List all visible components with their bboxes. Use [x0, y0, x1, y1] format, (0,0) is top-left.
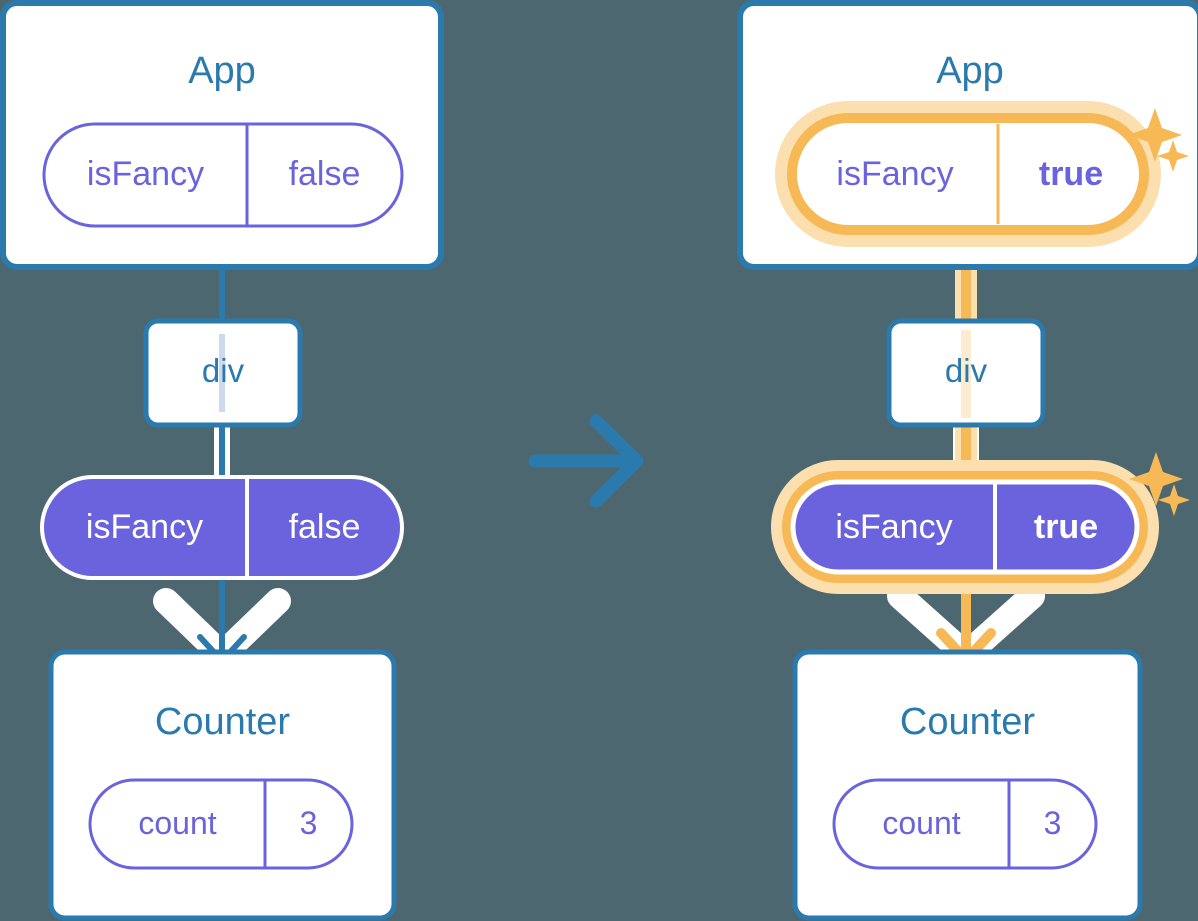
sparkle-icon-app-large	[1128, 108, 1182, 162]
sparkle-icon-app-small	[1157, 140, 1189, 172]
prop-pill-right	[771, 460, 1159, 594]
prop-flow-fan-left	[153, 588, 291, 668]
prop-pill-left	[40, 475, 404, 580]
state-pill-counter-left	[88, 778, 354, 870]
sparkle-icon-prop-small	[1158, 484, 1190, 516]
state-pill-counter-right	[832, 778, 1098, 870]
arrow-right-icon	[528, 414, 644, 508]
state-pill-app-right	[775, 101, 1161, 247]
state-pill-app-left	[42, 122, 404, 228]
sparkle-icon-prop-large	[1129, 452, 1183, 506]
